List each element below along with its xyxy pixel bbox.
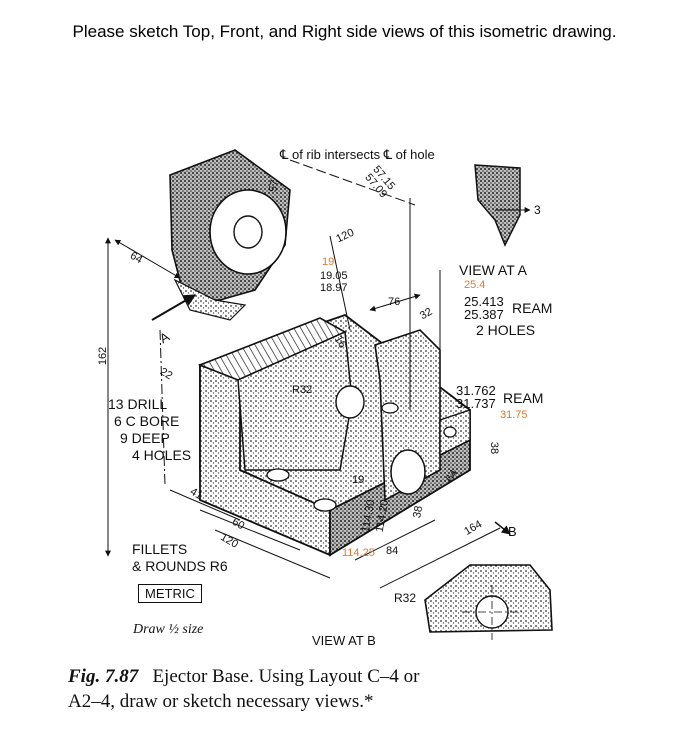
draw-size-note: Draw ½ size xyxy=(133,622,204,637)
annotation-114-25: 114.25 xyxy=(342,547,375,559)
ream-word-small: REAM xyxy=(512,300,553,316)
view-b-radius: R32 xyxy=(394,591,417,605)
ream-large-upper: 31.762 xyxy=(456,383,496,398)
ream-large-lower: 31.737 xyxy=(456,396,496,411)
fillets-note: FILLETS & ROUNDS R6 xyxy=(132,541,228,575)
metric-box: METRIC xyxy=(138,584,202,603)
dim-19-05: 19.05 xyxy=(320,270,348,282)
view-b-label: VIEW AT B xyxy=(312,633,376,648)
caption-line-1: Ejector Base. Using Layout C–4 or xyxy=(152,666,420,687)
dim-84: 84 xyxy=(386,545,399,557)
dim-162: 162 xyxy=(97,346,110,366)
figure-caption: Fig. 7.87 Ejector Base. Using Layout C–4… xyxy=(68,664,668,714)
dim-76: 76 xyxy=(388,296,401,308)
arrow-b-label: B xyxy=(508,524,517,539)
two-holes-label: 2 HOLES xyxy=(476,322,536,338)
ejector-base-body xyxy=(197,313,471,557)
annotation-19: 19 xyxy=(322,256,335,268)
dim-38-right: 38 xyxy=(488,441,501,455)
dimension-lines xyxy=(105,159,511,589)
fillets-line-1: FILLETS xyxy=(132,541,188,557)
dim-3: 3 xyxy=(534,203,541,217)
ream-small-lower: 25.387 xyxy=(464,307,504,322)
figure-number: Fig. 7.87 xyxy=(68,666,139,687)
view-a-label: VIEW AT A xyxy=(459,262,527,278)
instruction-text: Please sketch Top, Front, and Right side… xyxy=(72,22,617,41)
caption-line-2: A2–4, draw or sketch necessary views.* xyxy=(68,691,374,712)
dim-19: 19 xyxy=(352,474,365,486)
annotation-31-75: 31.75 xyxy=(500,409,528,421)
view-at-b-detail xyxy=(424,564,553,640)
drill-note: 13 DRILL 6 C BORE 9 DEEP 4 HOLES xyxy=(108,396,191,464)
dim-r32: R32 xyxy=(292,384,313,396)
rib-note: ℄ of rib intersects ℄ of hole xyxy=(280,147,435,162)
fillets-line-2: & ROUNDS R6 xyxy=(132,558,228,574)
view-at-a-detail xyxy=(474,164,531,247)
drill-line-1: 13 DRILL xyxy=(108,396,168,412)
upper-boss xyxy=(169,149,291,321)
drill-line-4: 4 HOLES xyxy=(132,447,192,463)
annotation-25-4: 25.4 xyxy=(464,279,486,291)
drill-line-3: 9 DEEP xyxy=(120,430,170,446)
ream-small-upper: 25.413 xyxy=(464,294,504,309)
dim-57: 57 xyxy=(267,178,282,194)
dim-18-97: 18.97 xyxy=(320,282,348,294)
ream-word-large: REAM xyxy=(503,390,544,406)
dim-38-bottom: 38 xyxy=(411,504,426,520)
drill-line-2: 6 C BORE xyxy=(114,413,180,429)
